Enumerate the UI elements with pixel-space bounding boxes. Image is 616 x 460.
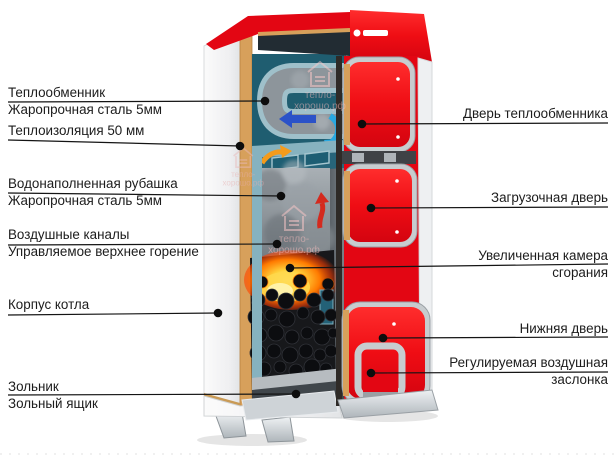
heat-arrow-red bbox=[315, 192, 329, 229]
brand-logo bbox=[353, 29, 388, 37]
label-loading-door: Загрузочная дверь bbox=[491, 190, 608, 205]
watermark: тепло- хорошо.рф тепло- хорошо.рф тепло-… bbox=[0, 60, 616, 455]
door-hinge-gap bbox=[342, 151, 416, 164]
svg-text:хорошо.рф: хорошо.рф bbox=[223, 179, 265, 188]
coal-pile bbox=[247, 273, 339, 379]
label-combustion-chamber: Увеличенная камера сгорания bbox=[478, 248, 608, 280]
label-ash-pan: Зольник Зольный ящик bbox=[8, 379, 98, 411]
svg-text:тепло-: тепло- bbox=[305, 90, 335, 101]
door-base-frame bbox=[337, 389, 439, 419]
ash-drawer bbox=[241, 390, 339, 421]
ash-pan-area bbox=[241, 368, 350, 421]
loading-door bbox=[342, 163, 418, 248]
heat-exchanger-door bbox=[342, 56, 416, 153]
svg-text:хорошо.рф: хорошо.рф bbox=[268, 244, 320, 256]
top-cap bbox=[206, 10, 432, 62]
combustion-chamber-smoke bbox=[252, 160, 334, 264]
svg-text:хорошо.рф: хорошо.рф bbox=[294, 100, 346, 112]
label-air-damper: Регулируемая воздушная заслонка bbox=[449, 355, 608, 387]
callouts bbox=[7, 96, 609, 399]
label-insulation: Теплоизоляция 50 мм bbox=[8, 123, 145, 138]
flue-gas-arrow-blue bbox=[279, 110, 316, 128]
label-water-jacket: Водонаполненная рубашка Жаропрочная стал… bbox=[8, 176, 178, 208]
insulation-layer bbox=[239, 25, 253, 407]
label-air-channels: Воздушные каналы Управляемое верхнее гор… bbox=[8, 227, 199, 259]
label-lower-door: Нижняя дверь bbox=[519, 321, 608, 336]
air-channel-slot bbox=[304, 150, 330, 167]
door-column bbox=[336, 56, 439, 419]
svg-text:тепло-: тепло- bbox=[279, 234, 309, 245]
svg-text:тепло-: тепло- bbox=[231, 170, 256, 179]
label-heat-exchanger-door: Дверь теплообменника bbox=[462, 106, 608, 121]
water-jacket-wall bbox=[252, 148, 262, 396]
air-arrow-orange bbox=[259, 145, 292, 165]
label-heat-exchanger: Теплообменник Жаропрочная сталь 5мм bbox=[8, 85, 162, 117]
firebox bbox=[244, 250, 340, 396]
lower-door bbox=[341, 301, 431, 405]
label-boiler-body: Корпус котла bbox=[8, 297, 90, 312]
callout-dots bbox=[213, 96, 388, 399]
